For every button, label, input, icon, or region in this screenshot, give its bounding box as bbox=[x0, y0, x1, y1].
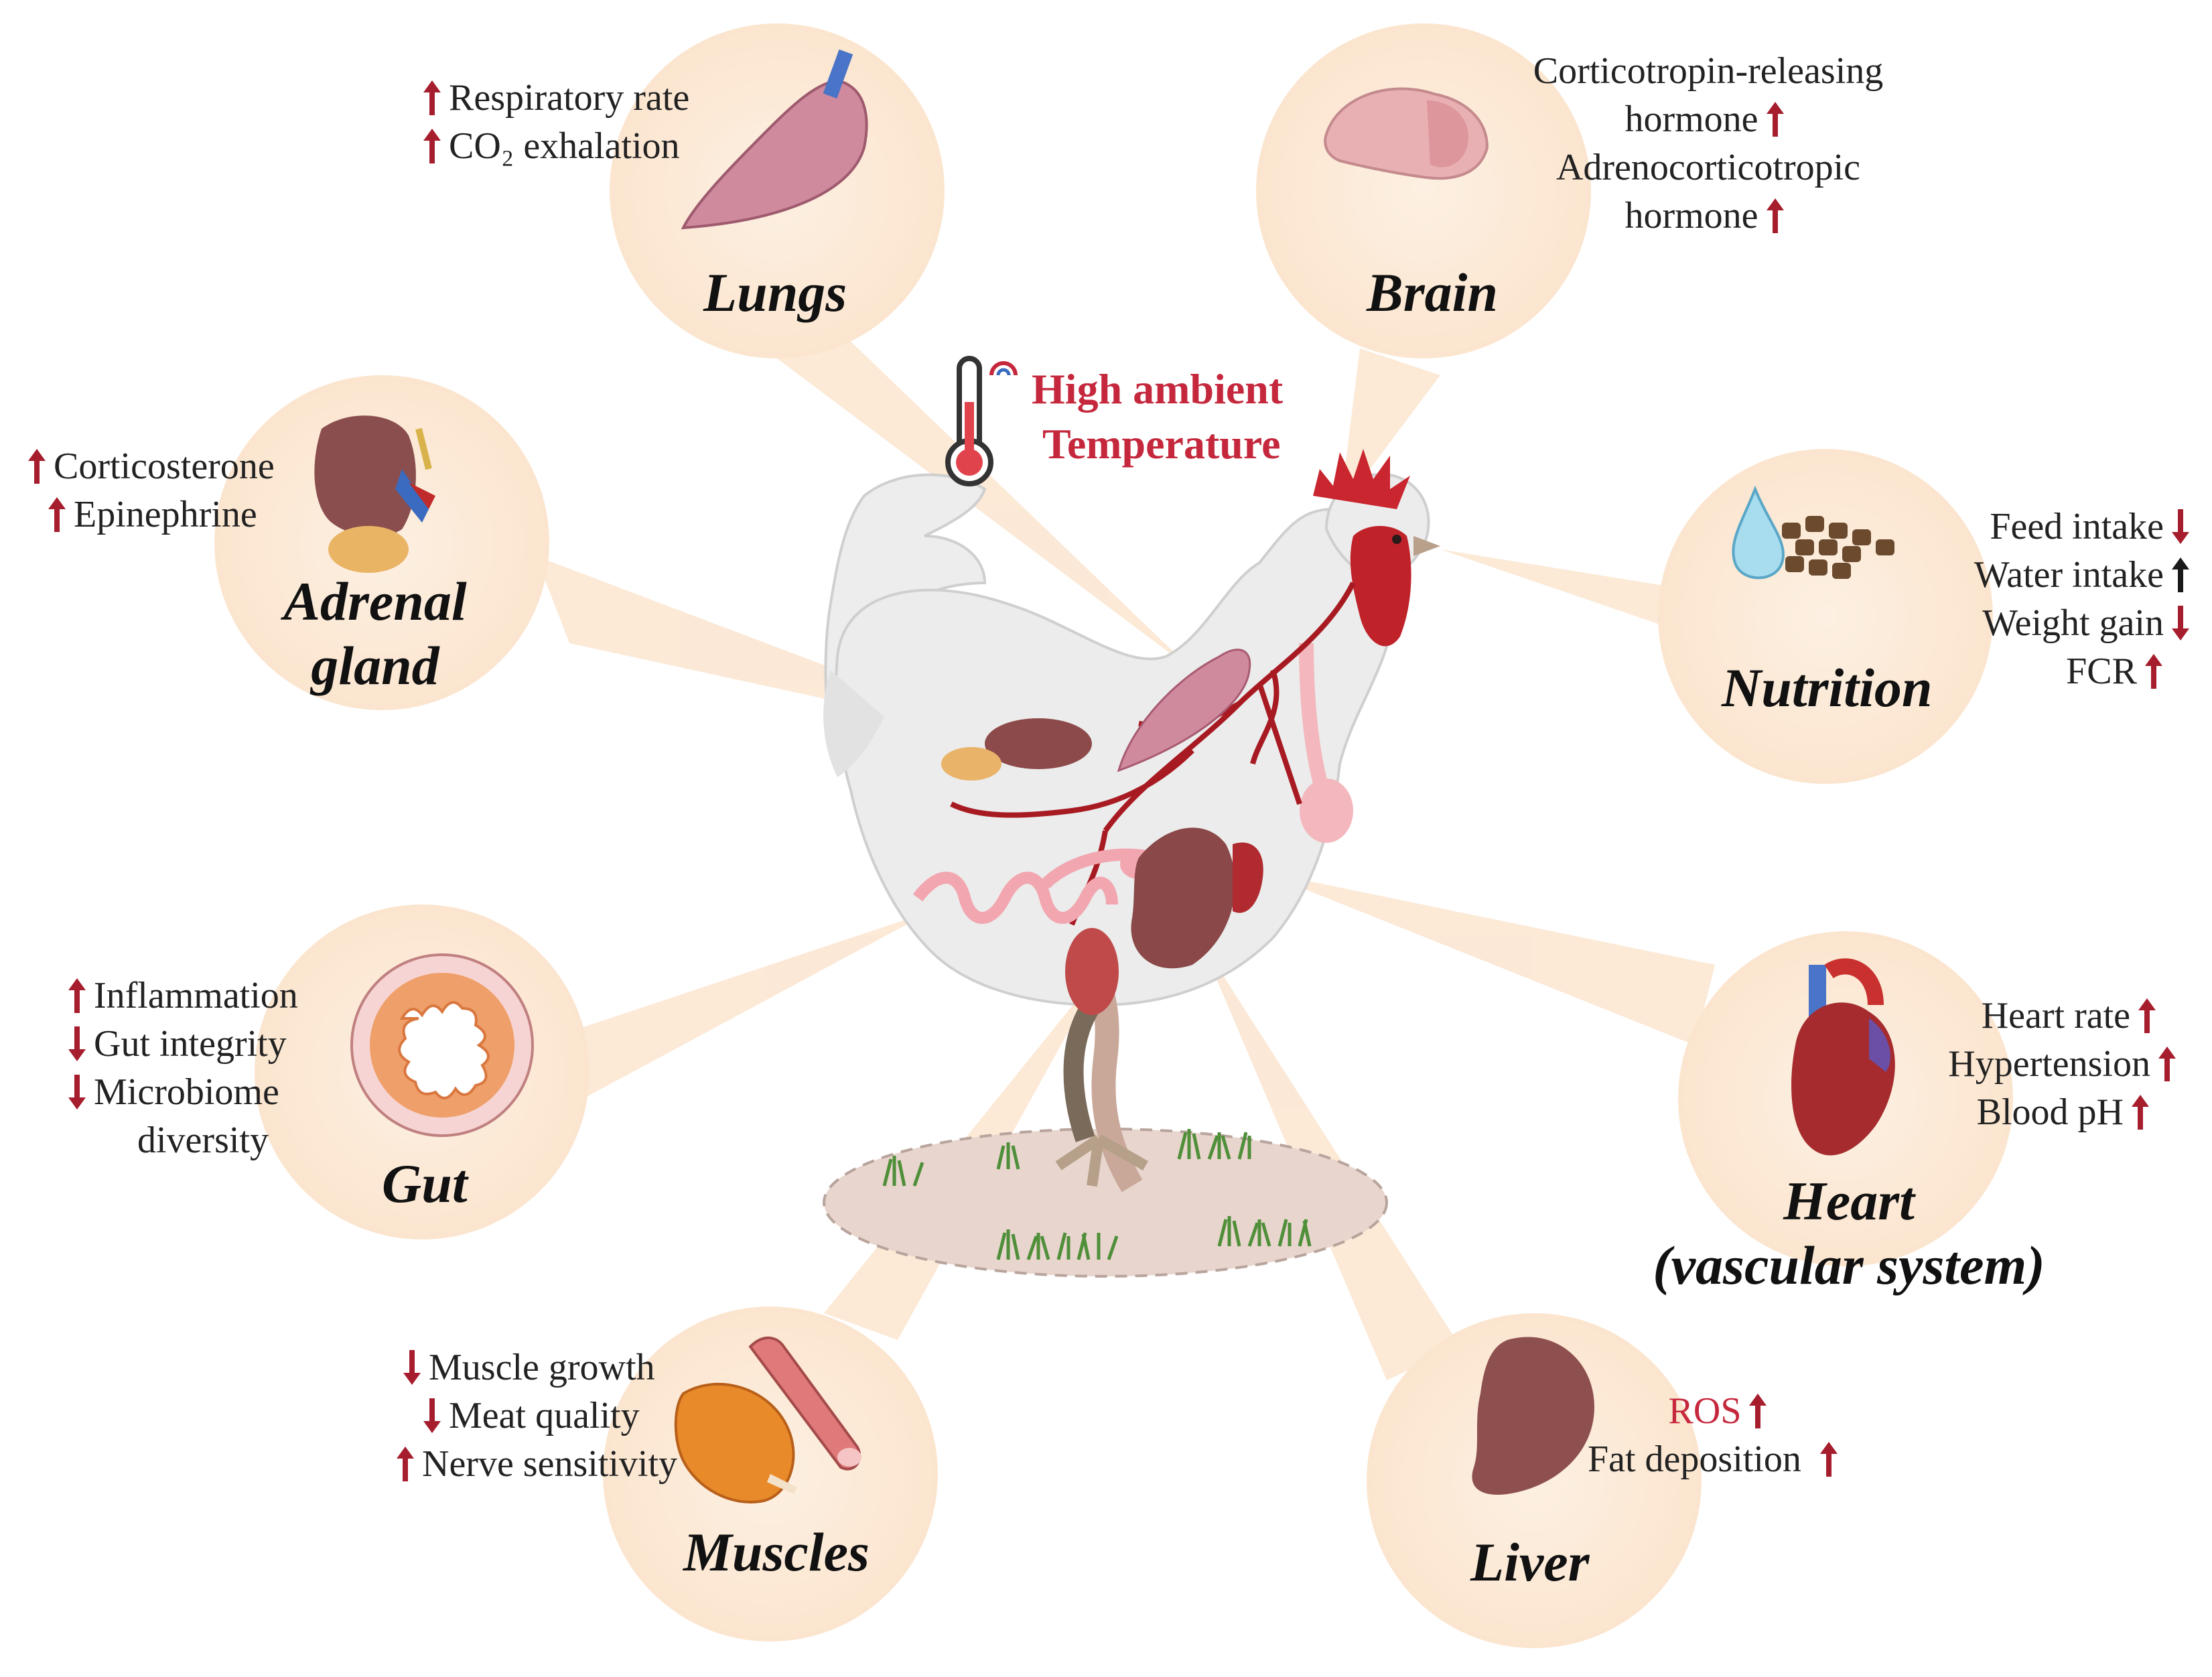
feed-pellets-icon bbox=[1782, 516, 1894, 579]
up-arrow-icon bbox=[1746, 1392, 1769, 1430]
down-arrow-icon bbox=[2169, 508, 2192, 545]
down-arrow-icon bbox=[66, 1073, 88, 1111]
down-arrow-icon bbox=[2169, 604, 2192, 642]
lungs-icon bbox=[681, 49, 868, 230]
beam-nutrition bbox=[1440, 549, 1715, 643]
effect-co2-exhalation: CO₂ exhalation bbox=[415, 122, 689, 170]
up-arrow-icon bbox=[2142, 653, 2165, 690]
nutrition-effects: Feed intake Water intake Weight gain FCR bbox=[1916, 502, 2197, 695]
brain-title: Brain bbox=[1367, 262, 1498, 323]
brain-circle bbox=[1256, 23, 1591, 358]
up-arrow-icon bbox=[46, 496, 68, 533]
up-arrow-icon bbox=[1764, 197, 1787, 234]
brain-effects: Corticotropin-releasing hormone Adrenoco… bbox=[1533, 50, 1884, 237]
up-arrow-icon bbox=[1764, 100, 1787, 138]
gut-title: Gut bbox=[382, 1153, 468, 1214]
down-arrow-icon bbox=[421, 1397, 443, 1434]
heart-title: Heart (vascular system) bbox=[1653, 1170, 2045, 1296]
liver-title: Liver bbox=[1470, 1532, 1590, 1593]
up-arrow-icon bbox=[421, 79, 443, 117]
roast-chicken-icon bbox=[674, 1383, 797, 1503]
lungs-title: Lungs bbox=[703, 262, 847, 323]
adrenal-title: Adrenal gland bbox=[283, 571, 467, 696]
adrenal-effects: Corticosterone Epinephrine bbox=[20, 442, 275, 539]
up-arrow-icon bbox=[394, 1445, 417, 1483]
muscles-title: Muscles bbox=[683, 1522, 870, 1583]
effect-respiratory-rate: Respiratory rate bbox=[415, 74, 689, 122]
brain-icon bbox=[1324, 87, 1489, 180]
up-arrow-icon bbox=[25, 448, 48, 485]
temperature-label: High ambient Temperature bbox=[1032, 362, 1283, 472]
up-arrow-icon bbox=[421, 127, 443, 165]
adrenal-gland-icon bbox=[314, 415, 435, 573]
gut-effects: Inflammation Gut integrity Microbiome di… bbox=[60, 971, 298, 1164]
muscles-effects: Muscle growth Meat quality Nerve sensiti… bbox=[389, 1343, 677, 1488]
up-arrow-icon bbox=[2136, 997, 2158, 1034]
heart-icon bbox=[1791, 958, 1895, 1156]
lungs-effects: Respiratory rate CO₂ exhalation bbox=[415, 74, 689, 170]
up-arrow-icon bbox=[66, 977, 88, 1014]
liver-icon bbox=[1472, 1337, 1594, 1495]
water-drop-icon bbox=[1732, 485, 1785, 580]
down-arrow-icon bbox=[66, 1025, 88, 1063]
liver-effects: ROS Fat deposition bbox=[1588, 1387, 1896, 1483]
rooster-anatomy-illustration bbox=[823, 449, 1440, 1193]
up-arrow-icon bbox=[2156, 1045, 2179, 1083]
gut-cross-section-icon bbox=[350, 953, 534, 1137]
beam-gut bbox=[569, 911, 931, 1099]
thermometer-icon bbox=[945, 356, 1018, 486]
temperature-line1: High ambient bbox=[1032, 365, 1284, 413]
up-arrow-icon bbox=[2129, 1093, 2152, 1131]
heart-effects: Heart rate Hypertension Blood pH bbox=[1889, 992, 2184, 1136]
beam-heart bbox=[1259, 871, 1715, 1045]
up-arrow-icon bbox=[2169, 556, 2192, 594]
nutrition-title: Nutrition bbox=[1722, 657, 1933, 718]
up-arrow-icon bbox=[1817, 1440, 1840, 1478]
muscle-fiber-icon bbox=[748, 1336, 861, 1471]
down-arrow-icon bbox=[401, 1349, 423, 1386]
temperature-line2: Temperature bbox=[1042, 420, 1281, 468]
